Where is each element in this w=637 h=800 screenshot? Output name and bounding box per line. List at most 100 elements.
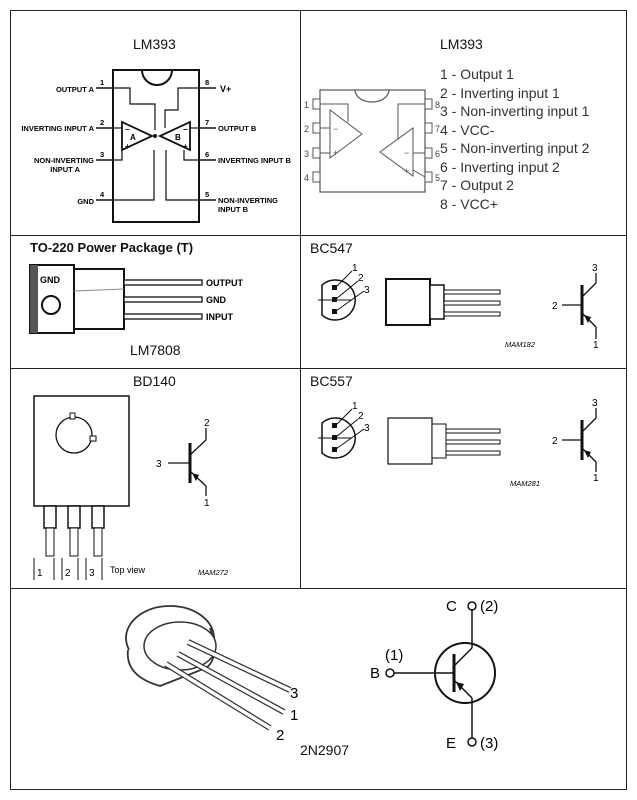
pinout-ic-body (319, 89, 426, 193)
dip-pin-7-label: OUTPUT B (218, 124, 257, 133)
bc547-lead-1: 1 (352, 263, 358, 274)
pin-desc-2: 2 - Inverting input 1 (440, 84, 560, 101)
to220-body (73, 268, 125, 330)
lm7808-title: LM7808 (130, 342, 181, 358)
2n2907-collector: C (446, 598, 457, 615)
pin-desc-7: 7 - Output 2 (440, 177, 514, 193)
bc557-side-body (387, 417, 433, 465)
svg-text:−: − (404, 148, 409, 158)
bc557-lead-1: 1 (352, 401, 358, 412)
lm393-dip-body (112, 69, 200, 223)
bc547-sym-3: 3 (592, 263, 598, 274)
dip-pin-8-label: V+ (220, 84, 231, 94)
bc557-sym-3: 3 (592, 398, 598, 409)
amp-a-label: A (130, 133, 136, 142)
dip-pin-1-num: 1 (100, 78, 104, 87)
dip-pin-3-label-line2: INPUT A (50, 165, 80, 174)
dip-pin-2-num: 2 (100, 118, 104, 127)
dip-pin-3-label-line1: NON-INVERTING (34, 156, 94, 165)
2n2907-collector-num: (2) (480, 598, 498, 615)
pin-desc-4: 4 - VCC- (440, 121, 495, 138)
dip-pin-5-num: 5 (205, 190, 209, 199)
lm7808-pin-output: OUTPUT (206, 278, 244, 288)
bd140-lead-3: 3 (89, 568, 95, 579)
cell-2n2907 (10, 588, 627, 790)
amp-b-triangle (157, 120, 191, 152)
lm7808-tab-label: GND (40, 275, 61, 285)
dip-pin-4-num: 4 (100, 190, 105, 199)
pin-desc-1: 1 - Output 1 (440, 66, 514, 82)
bc547-sym-2: 2 (552, 301, 558, 312)
bd140-sym-3: 3 (156, 459, 162, 470)
svg-text:−: − (333, 124, 338, 134)
comparator-1 (329, 109, 363, 159)
lm393-pinout-diagram: 1 2 3 4 8 7 6 5 − + − + (304, 89, 440, 193)
bd140-diagram: 1 2 3 Top view MAM272 2 3 1 (33, 395, 229, 580)
lm393-dip-diagram: A B − + − + 1 2 3 4 5 6 7 8 OUTPUT A INV… (21, 69, 292, 223)
pinout-pin-3: 3 (304, 149, 309, 159)
bd140-lead-2: 2 (65, 568, 71, 579)
bc547-lead-2: 2 (358, 273, 364, 284)
bc557-code: MAM281 (510, 479, 540, 488)
bd140-sym-2: 2 (204, 418, 210, 429)
bd140-hole (55, 416, 93, 454)
bd140-title: BD140 (133, 373, 176, 389)
2n2907-emitter: E (446, 735, 456, 752)
2n2907-lead-1: 1 (290, 707, 298, 724)
bc547-title: BC547 (310, 240, 353, 256)
dip-pin-2-label: INVERTING INPUT A (21, 124, 94, 133)
dip-pin-7-num: 7 (205, 118, 209, 127)
bc557-lead-3: 3 (364, 423, 370, 434)
svg-text:−: − (183, 125, 188, 134)
bc547-side-body (385, 278, 431, 326)
bd140-sym-1: 1 (204, 498, 210, 509)
bc557-sym-2: 2 (552, 436, 558, 447)
lm393-dip-title: LM393 (133, 36, 176, 52)
bc547-diagram: 1 2 3 MAM182 3 2 1 (318, 263, 599, 351)
pin-desc-8: 8 - VCC+ (440, 195, 498, 212)
amp-b-label: B (175, 133, 181, 142)
pin-desc-6: 6 - Inverting input 2 (440, 158, 560, 175)
pinout-ic-notch (354, 89, 390, 103)
dip-pin-3-num: 3 (100, 150, 104, 159)
lm7808-pin-gnd: GND (206, 295, 227, 305)
2n2907-lead-3: 3 (290, 685, 298, 702)
dip-pin-8-num: 8 (205, 78, 209, 87)
bc557-diagram: 1 2 3 MAM281 3 2 1 (318, 398, 599, 488)
bc547-code: MAM182 (505, 340, 536, 349)
2n2907-lead-2: 2 (276, 727, 284, 744)
2n2907-emitter-num: (3) (480, 735, 498, 752)
bc547-sym-1: 1 (593, 340, 599, 351)
pinout-pin-5: 5 (435, 173, 440, 183)
amp-a-triangle (121, 120, 155, 152)
lm393-pin-descriptions: 1 - Output 1 2 - Inverting input 1 3 - N… (440, 65, 589, 213)
to220-hole (41, 295, 61, 315)
dip-pin-6-label: INVERTING INPUT B (218, 156, 292, 165)
pinout-pin-1: 1 (304, 100, 309, 110)
svg-text:−: − (125, 125, 130, 134)
lm7808-header: TO-220 Power Package (T) (30, 240, 194, 255)
pinout-pin-4: 4 (304, 173, 309, 183)
lm393-dip-notch (141, 69, 173, 86)
bc547-lead-3: 3 (364, 285, 370, 296)
bc557-lead-2: 2 (358, 411, 364, 422)
pinout-pin-6: 6 (435, 149, 440, 159)
dip-pin-6-num: 6 (205, 150, 209, 159)
pin-desc-3: 3 - Non-inverting input 1 (440, 103, 590, 119)
lm7808-diagram: GND OUTPUT GND INPUT (29, 264, 244, 334)
pinout-pin-8: 8 (435, 100, 440, 110)
bc557-sym-1: 1 (593, 473, 599, 484)
pinout-pin-7: 7 (435, 124, 440, 134)
2n2907-title: 2N2907 (300, 742, 350, 758)
bd140-top-view: Top view (110, 565, 146, 575)
svg-text:+: + (125, 142, 130, 151)
bd140-code: MAM272 (198, 568, 229, 577)
lm7808-pin-input: INPUT (206, 312, 234, 322)
lm393-pinout-title: LM393 (440, 36, 483, 52)
dip-pin-4-label: GND (77, 197, 94, 206)
comparator-2 (379, 127, 414, 177)
dip-pin-5-label-line2: INPUT B (218, 205, 249, 214)
bc557-title: BC557 (310, 373, 353, 389)
dip-pin-1-label: OUTPUT A (56, 85, 95, 94)
